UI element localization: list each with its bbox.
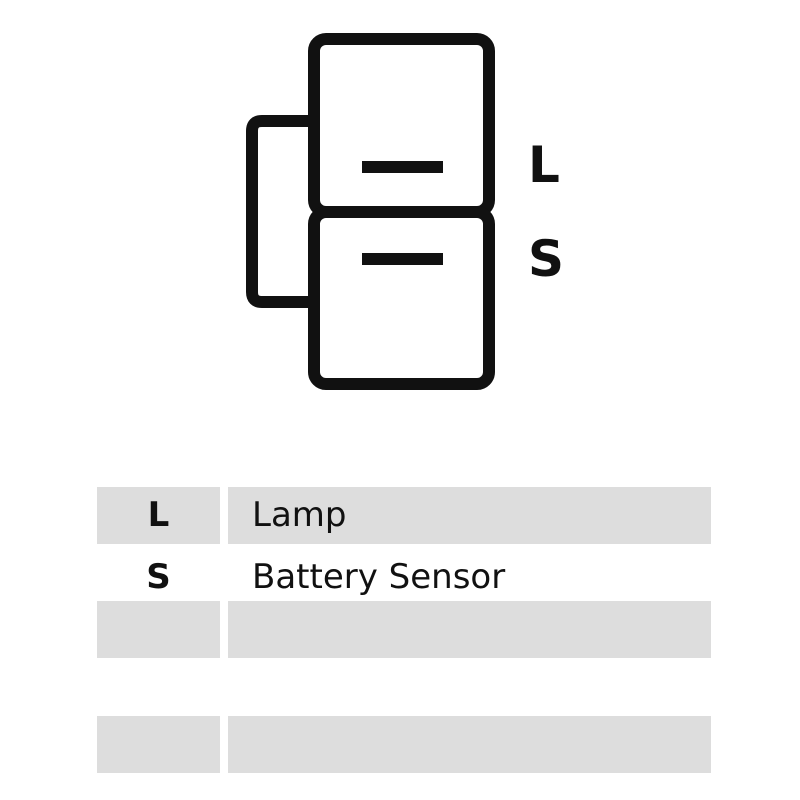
legend-description bbox=[228, 716, 711, 773]
legend-key: S bbox=[146, 557, 171, 597]
legend-row bbox=[97, 601, 711, 658]
legend-key: L bbox=[97, 487, 220, 544]
legend-key bbox=[97, 659, 220, 716]
legend-row: L Lamp bbox=[97, 487, 711, 544]
legend-row bbox=[97, 659, 711, 716]
legend-description: Battery Sensor bbox=[252, 557, 506, 597]
legend-description bbox=[228, 659, 711, 716]
legend-row: S Battery Sensor bbox=[97, 549, 711, 606]
pin-label-s: S bbox=[528, 230, 565, 288]
connector-upper-cavity bbox=[308, 33, 495, 218]
legend-row bbox=[97, 716, 711, 773]
pin-label-l: L bbox=[528, 136, 560, 194]
connector-side-tab bbox=[246, 115, 312, 308]
legend-description bbox=[228, 601, 711, 658]
legend-key bbox=[97, 601, 220, 658]
legend-description: Lamp bbox=[228, 487, 711, 544]
legend-key bbox=[97, 716, 220, 773]
connector-lower-cavity bbox=[308, 206, 495, 390]
